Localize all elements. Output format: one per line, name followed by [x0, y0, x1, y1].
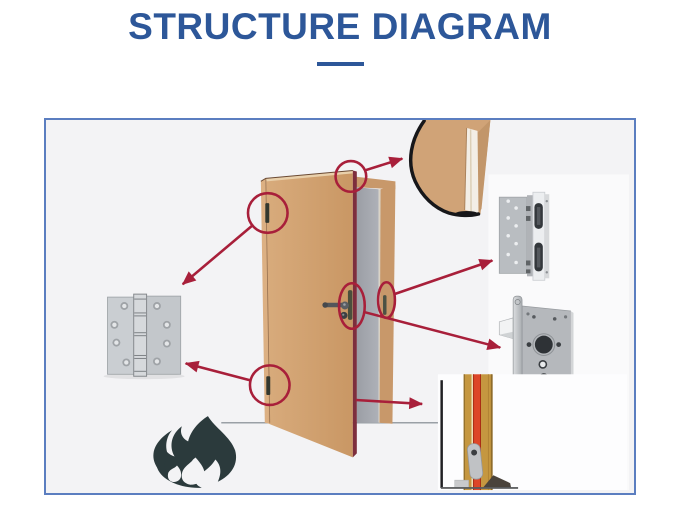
door-lock-edge	[352, 170, 357, 458]
callout-door-top-corner	[334, 159, 368, 194]
fire-icon	[153, 416, 237, 488]
arrow-lower-to-hinge	[184, 360, 251, 382]
fire-seal-edge-image	[437, 374, 627, 491]
hinge-screw-holes	[110, 302, 171, 367]
hinge-strike-plate-image	[498, 191, 550, 281]
strike-position-marker	[383, 295, 387, 315]
door-face	[265, 170, 353, 458]
hinge-leaf-right	[145, 295, 182, 375]
butt-hinge-image	[103, 293, 185, 380]
door-frame	[352, 176, 396, 424]
hinge-position-marker-upper	[265, 203, 270, 223]
magnifier-arc	[408, 120, 481, 218]
keyhole-highlight	[342, 313, 345, 316]
door-leaf	[260, 169, 357, 458]
strike-side-strip	[544, 194, 550, 279]
frame-jamb	[379, 185, 396, 424]
arrow-upper-to-hinge	[181, 224, 253, 286]
page-title: STRUCTURE DIAGRAM	[128, 6, 552, 47]
strike-knuckle-strip	[526, 195, 533, 277]
arrow-to-fire-seal	[355, 397, 424, 410]
arrow-to-strike-plate	[393, 259, 494, 296]
title-divider	[316, 62, 364, 66]
lock-faceplate-marker	[347, 290, 353, 320]
strike-leaf-plate	[498, 196, 528, 274]
door-top-edge	[265, 170, 353, 182]
frame-opening-panel	[356, 187, 379, 423]
door-left-edge	[260, 178, 270, 424]
structure-diagram-figure	[103, 120, 629, 491]
threshold-wedge	[483, 475, 512, 489]
intumescent-strip	[473, 374, 481, 491]
callout-hinge-upper	[246, 191, 289, 235]
diagram-panel	[44, 118, 636, 495]
edge-latch-plate	[466, 443, 484, 480]
callout-lock-edge	[337, 281, 367, 331]
corner-cross-section-image	[408, 120, 491, 218]
hinge-position-marker-lower	[266, 376, 271, 396]
arrow-to-corner-section	[364, 156, 404, 172]
spindle-hub	[534, 335, 553, 354]
page: STRUCTURE DIAGRAM	[0, 6, 680, 495]
callout-hinge-lower	[248, 364, 291, 407]
callout-strike-position	[376, 280, 397, 320]
callout-circles	[246, 159, 397, 407]
photo-frame-line	[440, 380, 443, 489]
